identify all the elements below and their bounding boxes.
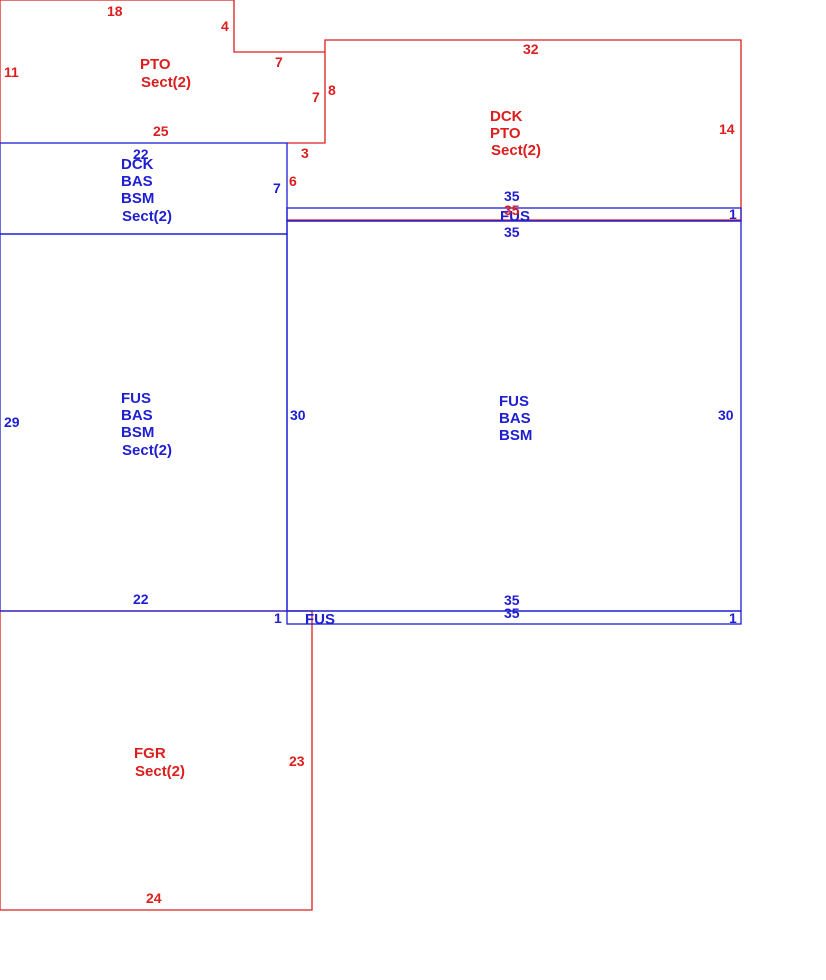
dim-fus-right-bottom-upper: 35 — [504, 592, 520, 608]
fus-strip-top-label: FUS — [500, 208, 530, 225]
dim-pto-step-horizontal: 7 — [275, 54, 283, 70]
fus-right-label-1: FUS — [499, 393, 529, 410]
dck-bas-label-2: BAS — [121, 173, 153, 190]
pto-label-2: Sect(2) — [141, 74, 191, 91]
fus-left-label-2: BAS — [121, 407, 153, 424]
fus-strip-bottom-outline — [286, 610, 742, 625]
dim-pto-step-vertical: 4 — [221, 18, 229, 34]
dim-fus-strip-bottom-right: 1 — [729, 610, 737, 626]
pto-label-1: PTO — [140, 56, 171, 73]
dck-outline — [287, 39, 742, 221]
dim-dck-right: 14 — [719, 121, 735, 137]
dim-pto-top: 18 — [107, 3, 123, 19]
dim-dck-small-6: 6 — [289, 173, 297, 189]
dim-fus-left-right-side: 30 — [290, 407, 306, 423]
fus-right-label-2: BAS — [499, 410, 531, 427]
fus-left-label-3: BSM — [121, 424, 154, 441]
fus-left-label-1: FUS — [121, 390, 151, 407]
dim-fus-right-right-side: 30 — [718, 407, 734, 423]
dim-fus-strip-top-lower: 35 — [504, 224, 520, 240]
dim-fgr-bottom: 24 — [146, 890, 162, 906]
dim-dck-bas-right: 7 — [273, 180, 281, 196]
dim-fus-right-bottom-lower: 35 — [504, 605, 520, 621]
dim-pto-right-inner: 7 — [312, 89, 320, 105]
dim-dck-small-3: 3 — [301, 145, 309, 161]
dim-fus-strip-top-upper: 35 — [504, 188, 520, 204]
dck-bas-label-3: BSM — [121, 190, 154, 207]
fgr-label-1: FGR — [134, 745, 166, 762]
dck-right-label-2: PTO — [490, 125, 521, 142]
dim-dck-bottom: 35 — [504, 202, 520, 218]
fus-right-label-3: BSM — [499, 427, 532, 444]
dck-bas-label-1: DCK — [121, 156, 154, 173]
dim-dck-top: 32 — [523, 41, 539, 57]
dim-fus-left-bottom: 22 — [133, 591, 149, 607]
dim-pto-bottom: 25 — [153, 123, 169, 139]
dck-bas-label-4: Sect(2) — [122, 208, 172, 225]
fus-left-label-4: Sect(2) — [122, 442, 172, 459]
dim-fus-strip-bottom-left: 1 — [274, 610, 282, 626]
dck-right-label-1: DCK — [490, 108, 523, 125]
dim-fgr-right: 23 — [289, 753, 305, 769]
dim-fus-strip-top-right: 1 — [729, 206, 737, 222]
dim-pto-left: 11 — [4, 64, 19, 80]
fgr-label-2: Sect(2) — [135, 763, 185, 780]
dck-right-label-3: Sect(2) — [491, 142, 541, 159]
dim-dck-bas-top: 22 — [133, 146, 149, 162]
fus-strip-bottom-label: FUS — [305, 611, 335, 628]
dim-fus-left-side: 29 — [4, 414, 20, 430]
pto-outline — [0, 0, 326, 144]
dim-pto-right-outer: 8 — [328, 82, 336, 98]
